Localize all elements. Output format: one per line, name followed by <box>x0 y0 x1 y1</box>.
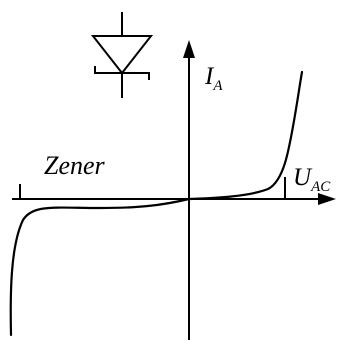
iv-characteristic-curve <box>9 70 304 337</box>
threshold-markers <box>19 177 286 199</box>
x-axis-arrowhead <box>318 193 336 205</box>
current-axis-label: IA <box>204 63 223 94</box>
zener-diode-icon <box>90 12 154 98</box>
voltage-axis-label: UAC <box>293 164 331 195</box>
y-axis-arrowhead <box>183 40 195 58</box>
axes <box>12 52 320 340</box>
diode-triangle <box>90 35 154 75</box>
zener-region-label: Zener <box>44 151 106 180</box>
